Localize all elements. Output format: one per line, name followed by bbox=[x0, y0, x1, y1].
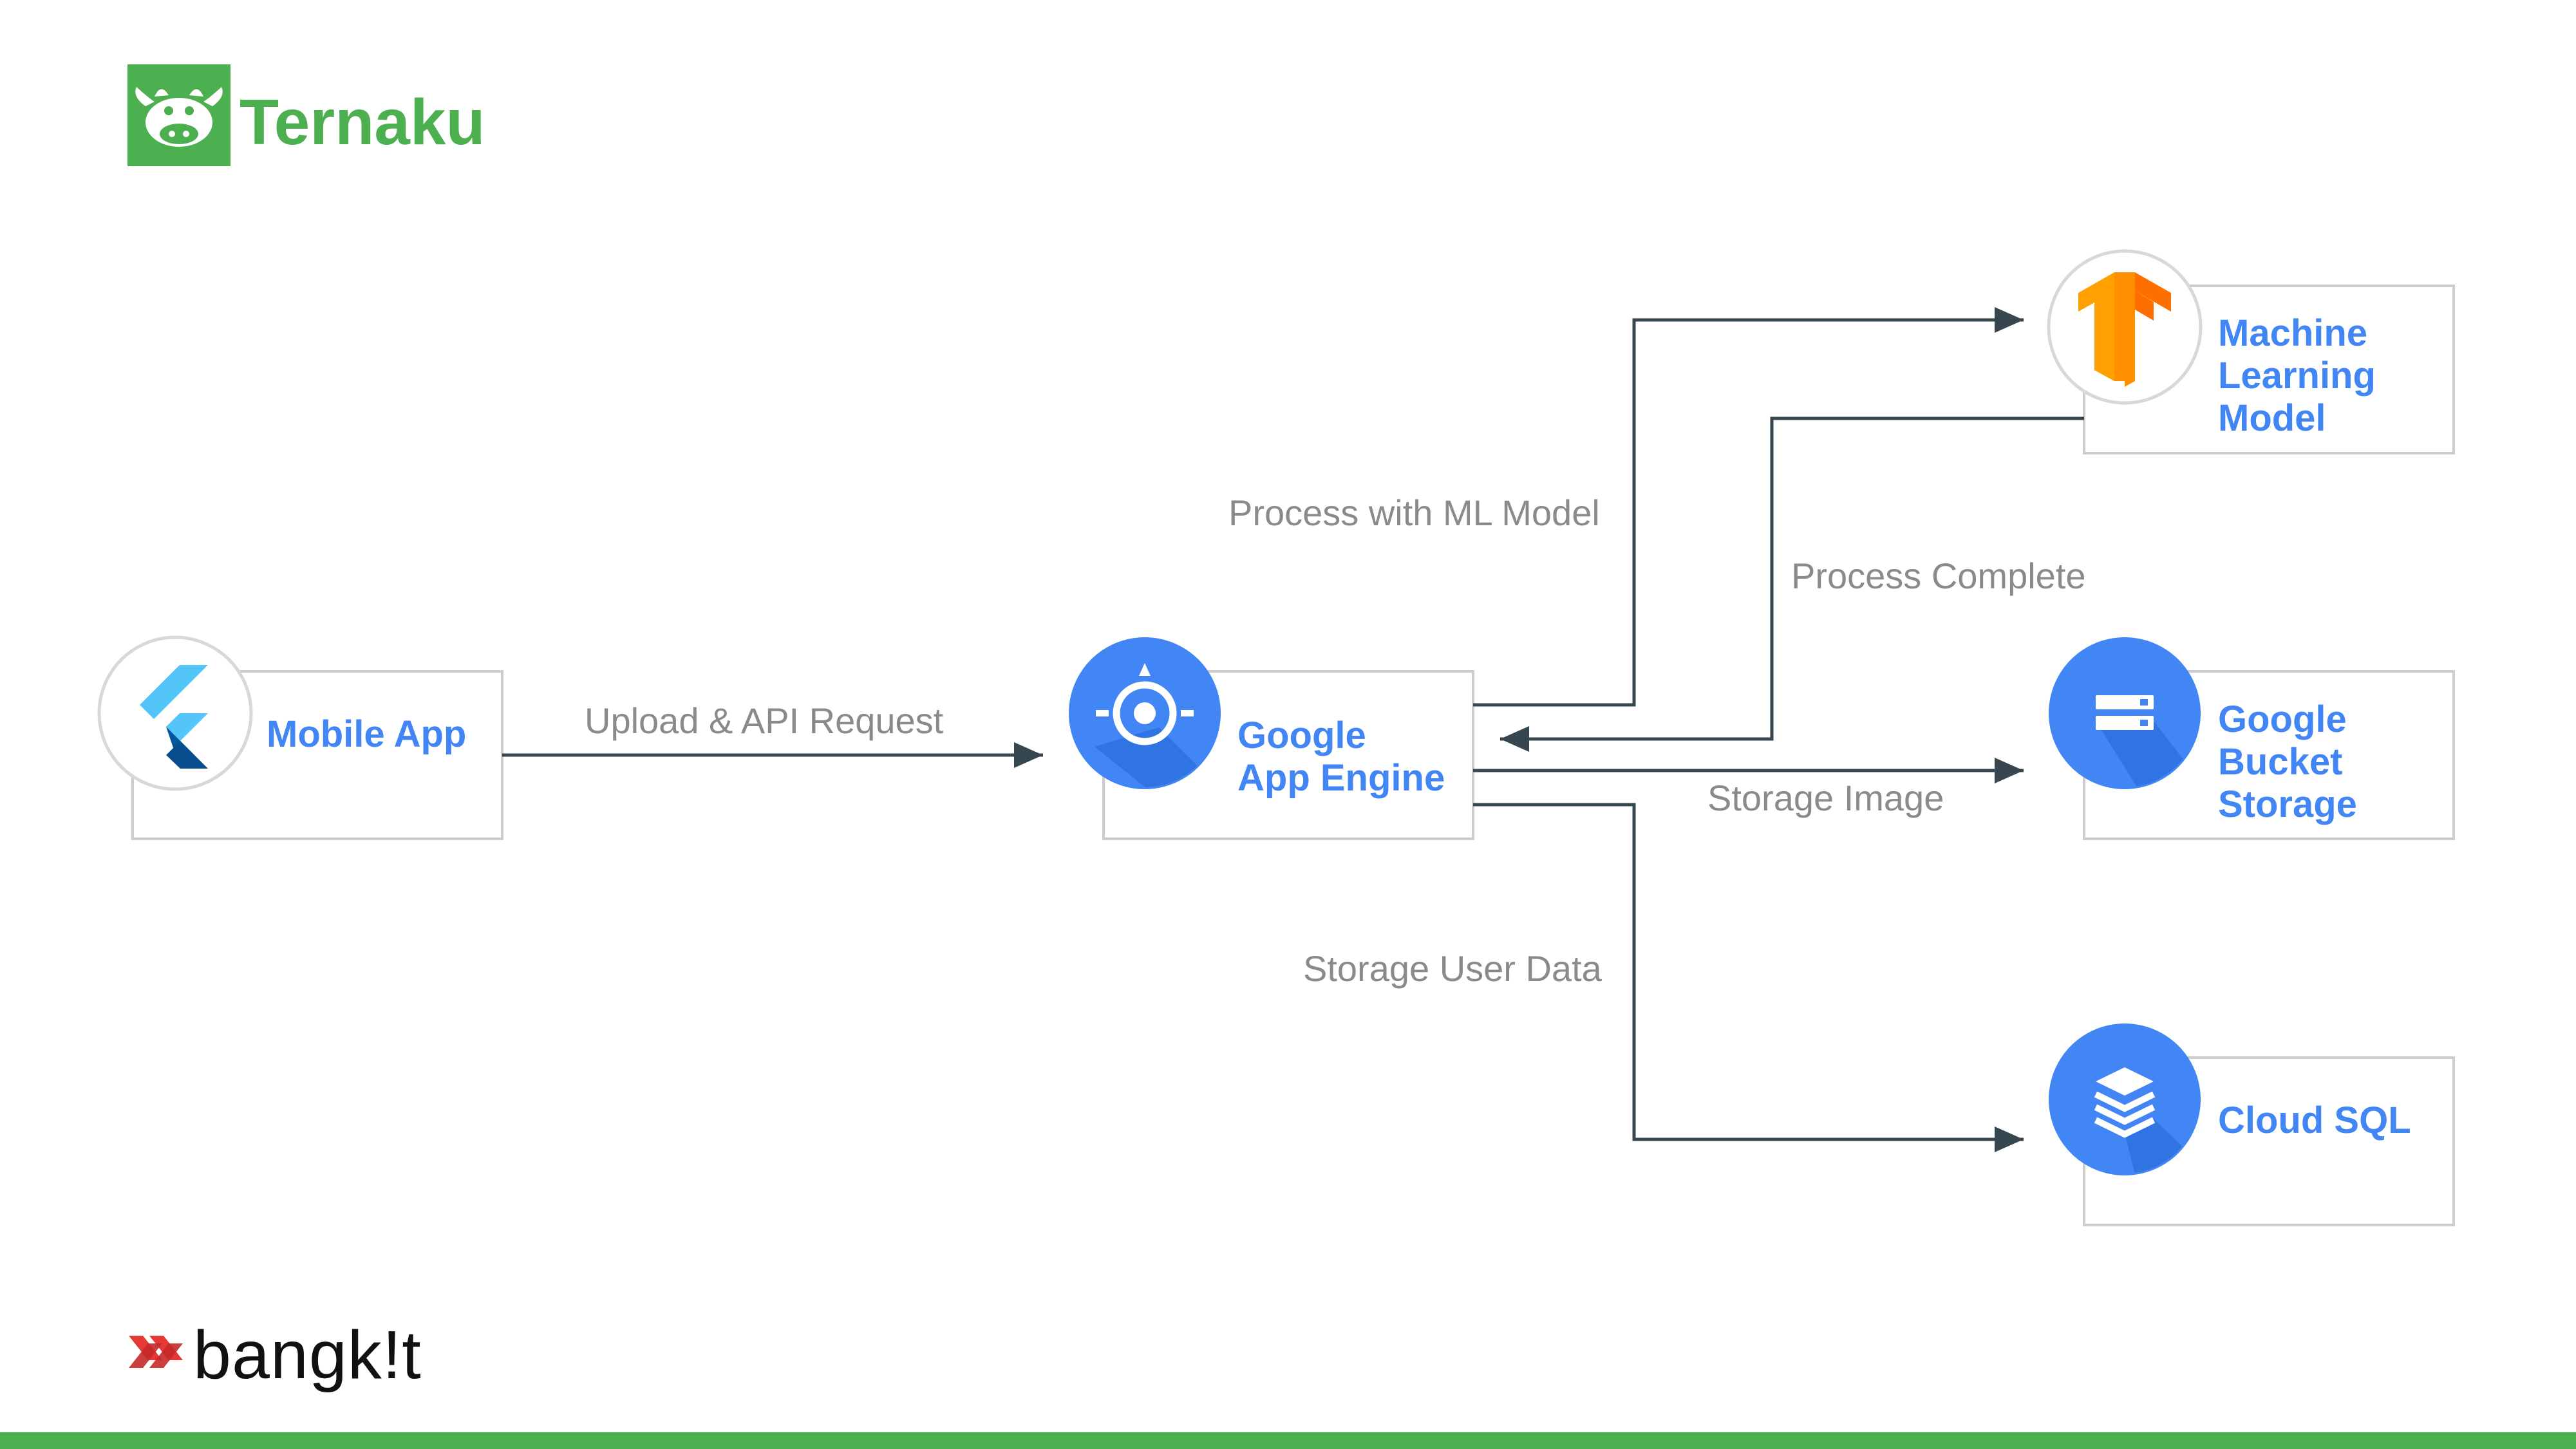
ternaku-wordmark: Ternaku bbox=[240, 86, 485, 158]
app-engine-label-line2: App Engine bbox=[1237, 757, 1445, 799]
ml-model-label-line1: Machine bbox=[2218, 312, 2368, 354]
storage-user-edge-label: Storage User Data bbox=[1303, 948, 1602, 989]
process-ml-edge-label: Process with ML Model bbox=[1228, 492, 1600, 533]
storage-user-arrow bbox=[1473, 803, 2024, 1152]
process-complete-edge-label: Process Complete bbox=[1791, 556, 2086, 596]
process-ml-arrow bbox=[1473, 307, 2024, 707]
bucket-label-line1: Google bbox=[2218, 698, 2347, 740]
upload-edge-label: Upload & API Request bbox=[585, 700, 944, 741]
ml-model-label: Machine Learning Model bbox=[2218, 312, 2376, 440]
ml-model-label-line2: Learning bbox=[2218, 355, 2376, 397]
flutter-icon bbox=[97, 635, 253, 791]
bangkit-wordmark: bangk!t bbox=[193, 1317, 422, 1393]
app-engine-label: Google App Engine bbox=[1237, 715, 1445, 799]
tensorflow-icon bbox=[2047, 249, 2203, 405]
storage-image-edge-label: Storage Image bbox=[1707, 778, 1944, 818]
cloud-sql-label: Cloud SQL bbox=[2218, 1099, 2411, 1141]
ml-model-label-line3: Model bbox=[2218, 397, 2326, 439]
bucket-label-line3: Storage bbox=[2218, 783, 2357, 825]
ternaku-logo bbox=[127, 64, 230, 166]
app-engine-label-line1: Google bbox=[1237, 715, 1366, 756]
bangkit-logo-mark bbox=[129, 1336, 183, 1368]
mobile-app-label: Mobile App bbox=[267, 713, 467, 755]
footer-bar bbox=[0, 1432, 2576, 1449]
bucket-label-line2: Bucket bbox=[2218, 741, 2343, 783]
bucket-label: Google Bucket Storage bbox=[2218, 698, 2357, 826]
process-complete-arrow bbox=[1500, 416, 2084, 752]
connectors bbox=[502, 307, 2084, 1152]
